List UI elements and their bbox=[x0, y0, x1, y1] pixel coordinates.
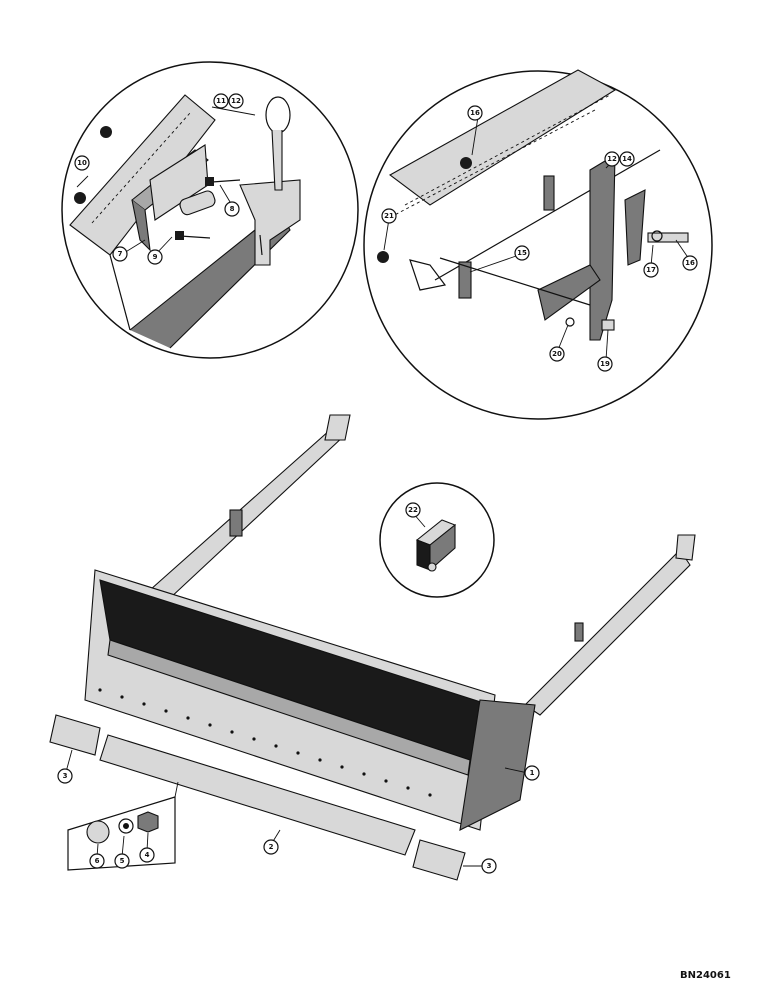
callout-10: 10 bbox=[74, 155, 90, 171]
callout-14: 14 bbox=[619, 151, 635, 167]
callout-2: 2 bbox=[263, 839, 279, 855]
callout-label: 5 bbox=[120, 857, 125, 865]
callout-9: 9 bbox=[147, 249, 163, 265]
callout-21: 21 bbox=[381, 208, 397, 224]
callout-6: 6 bbox=[89, 853, 105, 869]
callout-label: 3 bbox=[63, 772, 68, 780]
callout-8: 8 bbox=[224, 201, 240, 217]
callout-label: 22 bbox=[408, 506, 418, 514]
callout-label: 17 bbox=[646, 266, 656, 274]
callout-label: 3 bbox=[487, 862, 492, 870]
main-blade-assembly bbox=[84, 414, 696, 831]
callout-1: 1 bbox=[524, 765, 540, 781]
callout-label: 6 bbox=[95, 857, 100, 865]
cutting-edge-holes bbox=[98, 688, 432, 797]
callout-16: 16 bbox=[682, 255, 698, 271]
callout-label: 12 bbox=[231, 97, 241, 105]
callout-4: 4 bbox=[139, 847, 155, 863]
callout-label: 4 bbox=[145, 851, 150, 859]
callout-label: 2 bbox=[269, 843, 274, 851]
callout-label: 11 bbox=[216, 97, 226, 105]
callout-label: 1 bbox=[530, 769, 535, 777]
callout-5: 5 bbox=[114, 853, 130, 869]
drawing-number: BN24061 bbox=[680, 970, 731, 981]
callout-17: 17 bbox=[643, 262, 659, 278]
callout-label: 14 bbox=[622, 155, 632, 163]
callout-label: 10 bbox=[77, 159, 87, 167]
callout-label: 7 bbox=[118, 250, 123, 258]
callout-3: 3 bbox=[57, 768, 73, 784]
callout-label: 15 bbox=[517, 249, 527, 257]
detail-view-pin-hitch bbox=[61, 61, 359, 359]
callout-label: 19 bbox=[600, 360, 610, 368]
detail-view-bracket-assembly bbox=[363, 69, 713, 420]
callout-label: 8 bbox=[230, 205, 235, 213]
callout-label: 9 bbox=[153, 253, 158, 261]
callout-label: 20 bbox=[552, 350, 562, 358]
callout-3: 3 bbox=[481, 858, 497, 874]
callout-label: 21 bbox=[384, 212, 394, 220]
callout-20: 20 bbox=[549, 346, 565, 362]
callout-12: 12 bbox=[604, 151, 620, 167]
callout-label: 16 bbox=[685, 259, 695, 267]
callout-15: 15 bbox=[514, 245, 530, 261]
callout-label: 16 bbox=[470, 109, 480, 117]
callout-11: 11 bbox=[213, 93, 229, 109]
callout-label: 12 bbox=[607, 155, 617, 163]
callout-12: 12 bbox=[228, 93, 244, 109]
callout-7: 7 bbox=[112, 246, 128, 262]
callout-16: 16 bbox=[467, 105, 483, 121]
callout-22: 22 bbox=[405, 502, 421, 518]
detail-view-block bbox=[379, 482, 495, 598]
callout-19: 19 bbox=[597, 356, 613, 372]
